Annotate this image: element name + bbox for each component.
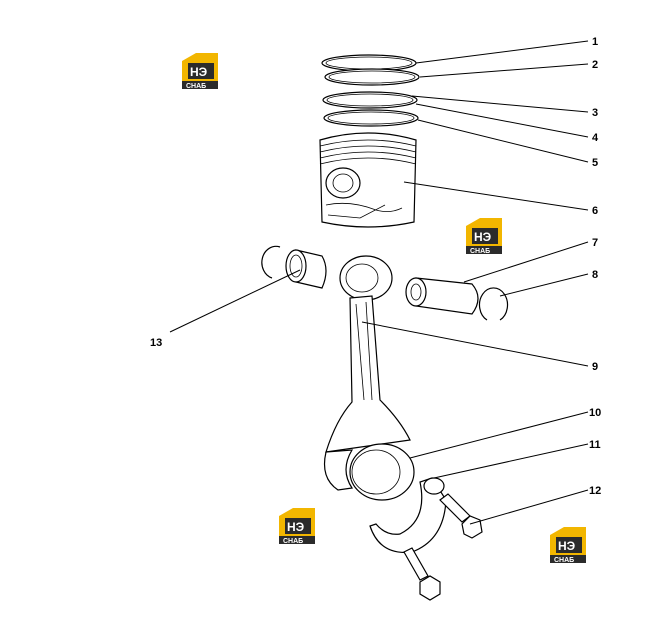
callout-number: 1 [592,36,598,48]
callout-numbers: 1 2 3 4 5 6 7 8 9 10 11 12 13 [150,36,601,497]
watermark-word: СНАБ [554,557,574,564]
rod-cap [369,477,447,554]
snap-ring-right [478,287,509,321]
watermark-letters: НЭ [287,520,305,534]
leader-line [169,269,301,333]
leader-line [361,321,589,367]
callout-number: 11 [589,439,601,451]
callout-number: 12 [589,485,601,497]
watermark-letters: НЭ [558,539,576,553]
watermark-letters: НЭ [474,230,492,244]
callout-number: 10 [589,407,601,419]
watermark-letters: НЭ [190,65,208,79]
leader-lines [169,40,589,525]
leader-line [415,103,589,138]
watermark-word: СНАБ [283,538,303,545]
callout-number: 3 [592,107,598,119]
watermark-word: СНАБ [186,83,206,90]
callout-number: 8 [592,269,598,281]
watermark-logo: НЭ СНАБ [466,218,502,255]
leader-line [469,489,589,525]
leader-line [415,40,589,64]
callout-number: 13 [150,337,162,349]
leader-line [463,241,589,283]
watermark-logo: НЭ СНАБ [182,53,218,90]
bearing-shell [349,443,415,501]
piston [319,132,417,228]
piston-pin [405,277,479,315]
piston-rings [321,54,420,127]
watermark-logo: НЭ СНАБ [279,508,315,545]
snap-ring-left [261,245,281,279]
leader-line [417,119,589,163]
callout-number: 6 [592,205,598,217]
callout-number: 4 [592,132,599,144]
rod-bolt-upper [439,493,483,539]
watermark-word: СНАБ [470,248,490,255]
leader-line [419,63,589,78]
leader-line [403,181,589,211]
small-end-bushing [285,249,327,289]
leader-line [409,411,589,459]
callout-number: 2 [592,59,598,71]
callout-number: 9 [592,361,598,373]
callout-number: 5 [592,157,598,169]
rod-bolt-lower [403,547,441,601]
connecting-rod [323,255,411,491]
leader-line [433,443,589,479]
callout-number: 7 [592,237,598,249]
watermark-logo: НЭ СНАБ [550,527,586,564]
leader-line [411,95,589,113]
leader-line [499,273,589,297]
